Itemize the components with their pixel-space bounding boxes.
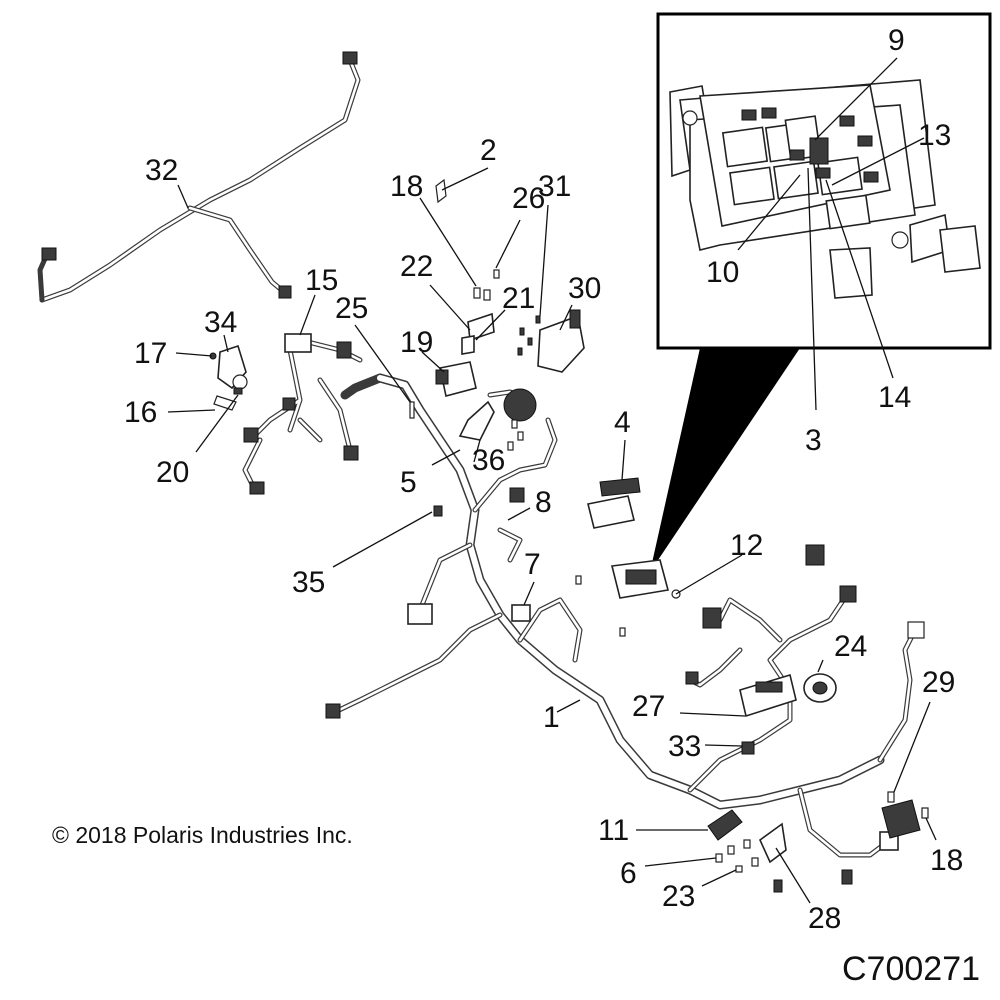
callout-18-bottom: 18 <box>930 844 963 877</box>
callout-16: 16 <box>124 396 157 429</box>
callout-labels: 1 2 3 4 5 6 7 8 9 10 11 12 13 14 15 16 1… <box>124 24 963 935</box>
callout-31: 31 <box>538 170 571 203</box>
callout-1: 1 <box>543 701 560 734</box>
callout-25: 25 <box>335 292 368 325</box>
figure-id: C700271 <box>842 950 981 988</box>
leader-lines <box>167 57 937 904</box>
callout-33: 33 <box>668 730 701 763</box>
bracket-34 <box>209 344 248 411</box>
small-parts <box>409 178 929 893</box>
callout-9: 9 <box>888 24 905 57</box>
callout-11: 11 <box>598 814 629 847</box>
callout-34: 34 <box>204 306 237 339</box>
callout-14: 14 <box>878 381 911 414</box>
callout-18-top: 18 <box>390 170 423 203</box>
callout-35: 35 <box>292 566 325 599</box>
callout-22: 22 <box>400 250 433 283</box>
main-harness-1 <box>325 373 925 885</box>
callout-10: 10 <box>706 256 739 289</box>
callout-32: 32 <box>145 154 178 187</box>
callout-7: 7 <box>524 548 541 581</box>
callout-17: 17 <box>134 337 167 370</box>
callout-27: 27 <box>632 690 665 723</box>
callout-29: 29 <box>922 666 955 699</box>
callout-4: 4 <box>614 406 631 439</box>
callout-21: 21 <box>502 282 535 315</box>
callout-28: 28 <box>808 902 841 935</box>
callout-12: 12 <box>730 529 763 562</box>
callout-2: 2 <box>480 134 497 167</box>
detail-inset <box>650 12 992 572</box>
callout-24: 24 <box>834 630 867 663</box>
harness-15 <box>242 333 363 495</box>
callout-23: 23 <box>662 880 695 913</box>
callout-5: 5 <box>400 466 417 499</box>
callout-19: 19 <box>400 326 433 359</box>
callout-8: 8 <box>535 486 552 519</box>
callout-6: 6 <box>620 857 637 890</box>
callout-13: 13 <box>918 119 951 152</box>
callout-26: 26 <box>512 182 545 215</box>
callout-20: 20 <box>156 456 189 489</box>
callout-3: 3 <box>805 424 822 457</box>
copyright-notice: © 2018 Polaris Industries Inc. <box>52 822 353 848</box>
callout-15: 15 <box>305 264 338 297</box>
callout-36: 36 <box>472 444 505 477</box>
fuse-box-detail <box>669 79 981 299</box>
callout-30: 30 <box>568 272 601 305</box>
harness-32 <box>37 51 361 303</box>
inset-pointer-wedge <box>650 348 800 572</box>
